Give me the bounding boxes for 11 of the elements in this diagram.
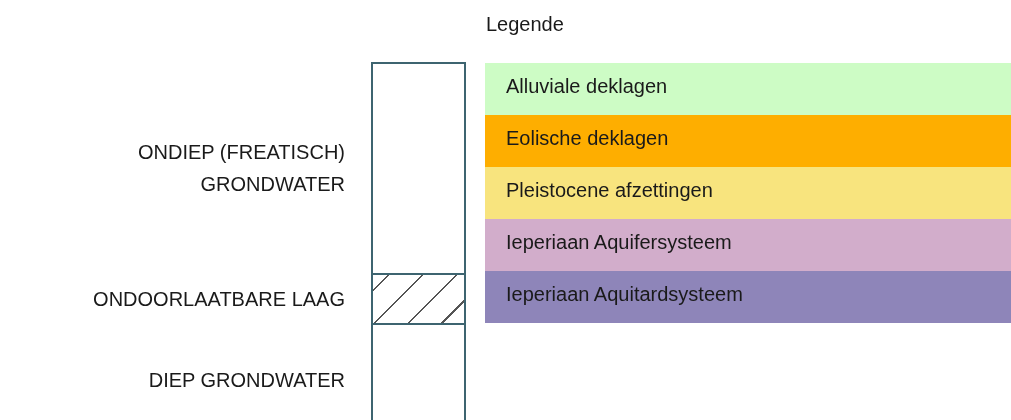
soil-column [371,62,466,420]
layer-label: ONDIEP (FREATISCH) GRONDWATER [136,140,345,197]
legend-label: Ieperiaan Aquifersysteem [506,230,732,255]
impermeable-layer [371,273,466,325]
layer-label: ONDOORLAATBARE LAAG [92,287,345,312]
legend-heading: Legende [486,12,565,37]
layer-label: DIEP GRONDWATER [147,368,345,393]
legend-label: Alluviale deklagen [506,74,668,99]
legend-label: Ieperiaan Aquitardsysteem [506,282,743,307]
legend-label: Pleistocene afzettingen [506,178,713,203]
legend-label: Eolische deklagen [506,126,669,151]
